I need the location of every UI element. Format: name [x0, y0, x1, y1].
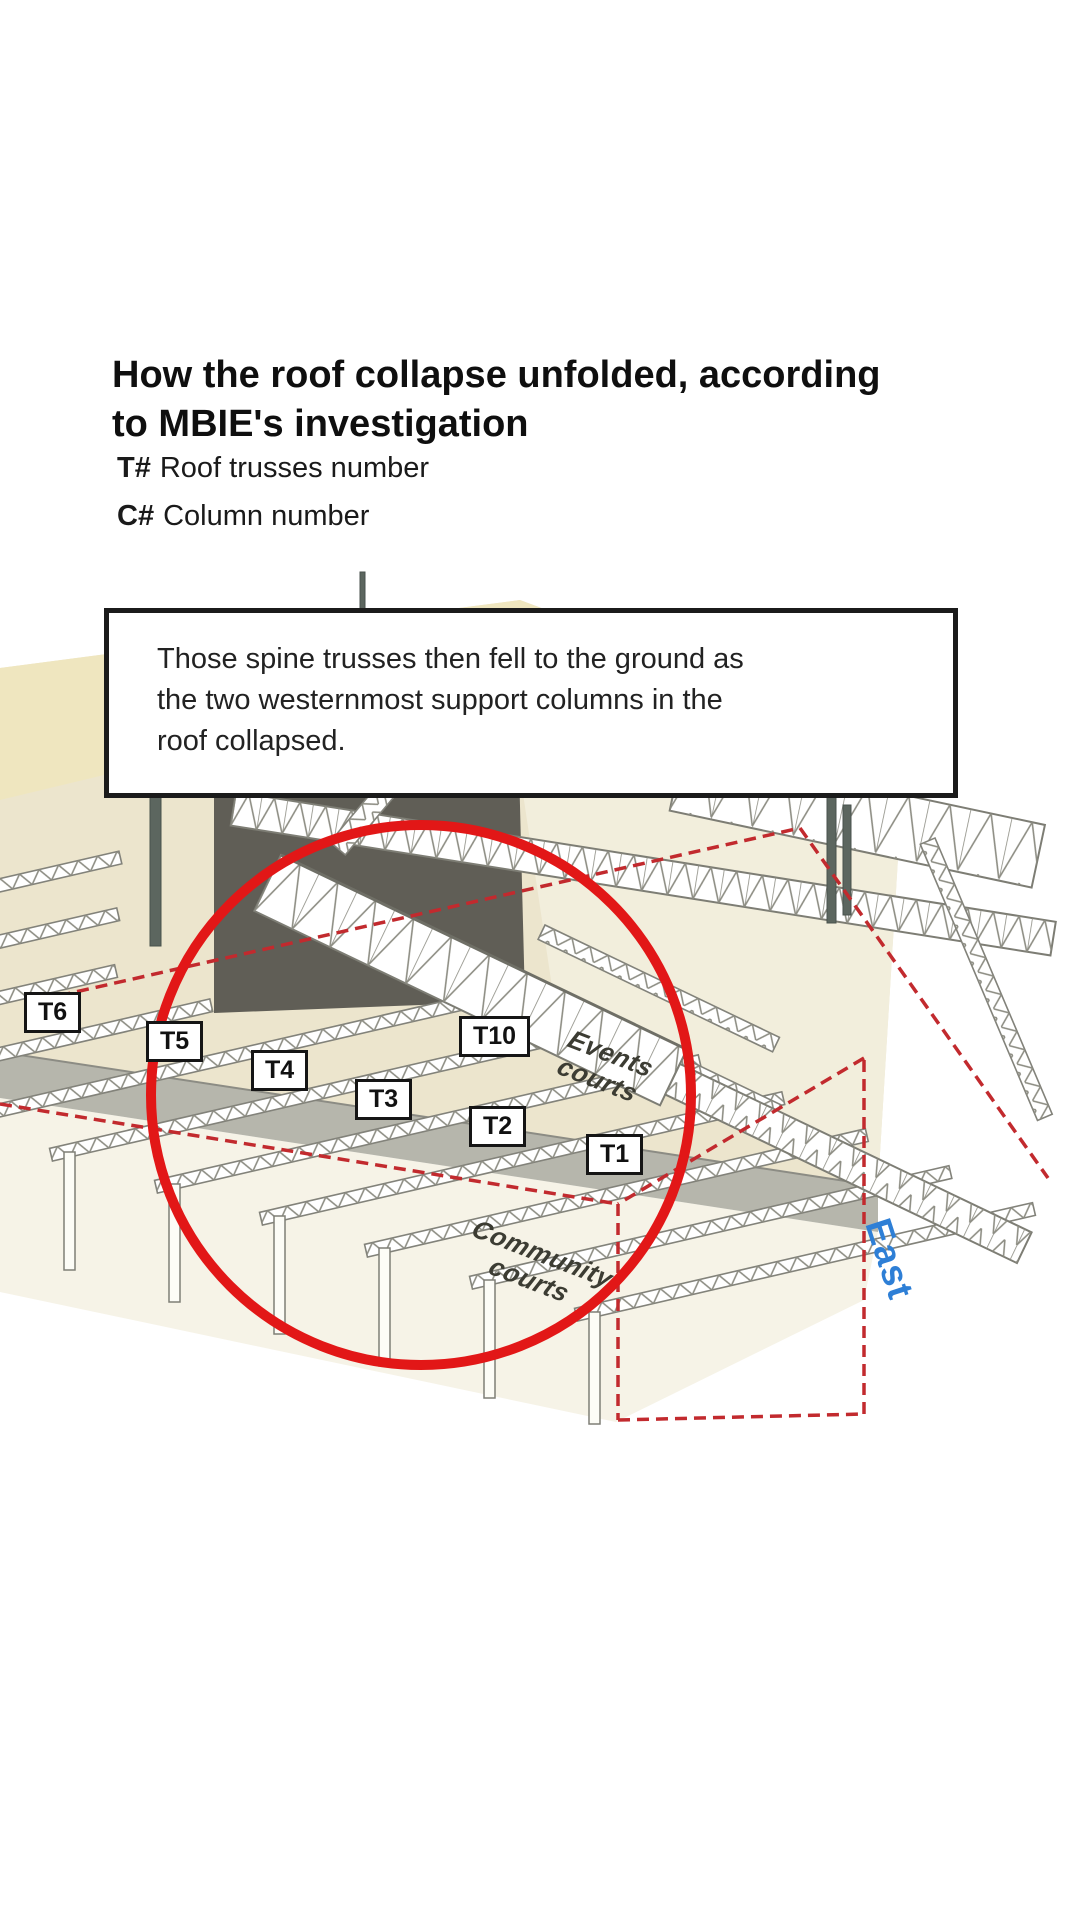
callout-box: Those spine trusses then fell to the gro…	[104, 608, 958, 798]
legend-label-column: Column number	[163, 500, 370, 532]
truss-label-t2: T2	[469, 1106, 527, 1147]
highlight-circle	[146, 820, 696, 1370]
truss-label-t4: T4	[251, 1050, 309, 1091]
legend-label-truss: Roof trusses number	[159, 452, 430, 484]
east-wall-lattice	[919, 836, 1054, 1122]
truss-label-t6: T6	[24, 992, 82, 1033]
legend-key-column: C#	[117, 500, 155, 532]
callout-text: Those spine trusses then fell to the gro…	[157, 643, 744, 758]
spine-trusses	[252, 853, 1033, 1265]
truss-label-t10: T10	[459, 1016, 531, 1057]
truss-label-t3: T3	[355, 1079, 413, 1120]
legend: T#Roof trusses number C#Column number	[117, 452, 429, 548]
truss-label-t5: T5	[146, 1021, 204, 1062]
legend-item-trusses: T#Roof trusses number	[117, 452, 429, 485]
roof-outline-dashed	[0, 826, 1050, 1422]
page-title: How the roof collapse unfolded, accordin…	[112, 354, 881, 446]
support-columns	[63, 1151, 601, 1425]
truss-label-t1: T1	[586, 1134, 644, 1175]
roof-trusses	[0, 850, 1037, 1323]
legend-key-truss: T#	[117, 452, 151, 484]
legend-item-columns: C#Column number	[117, 500, 429, 533]
